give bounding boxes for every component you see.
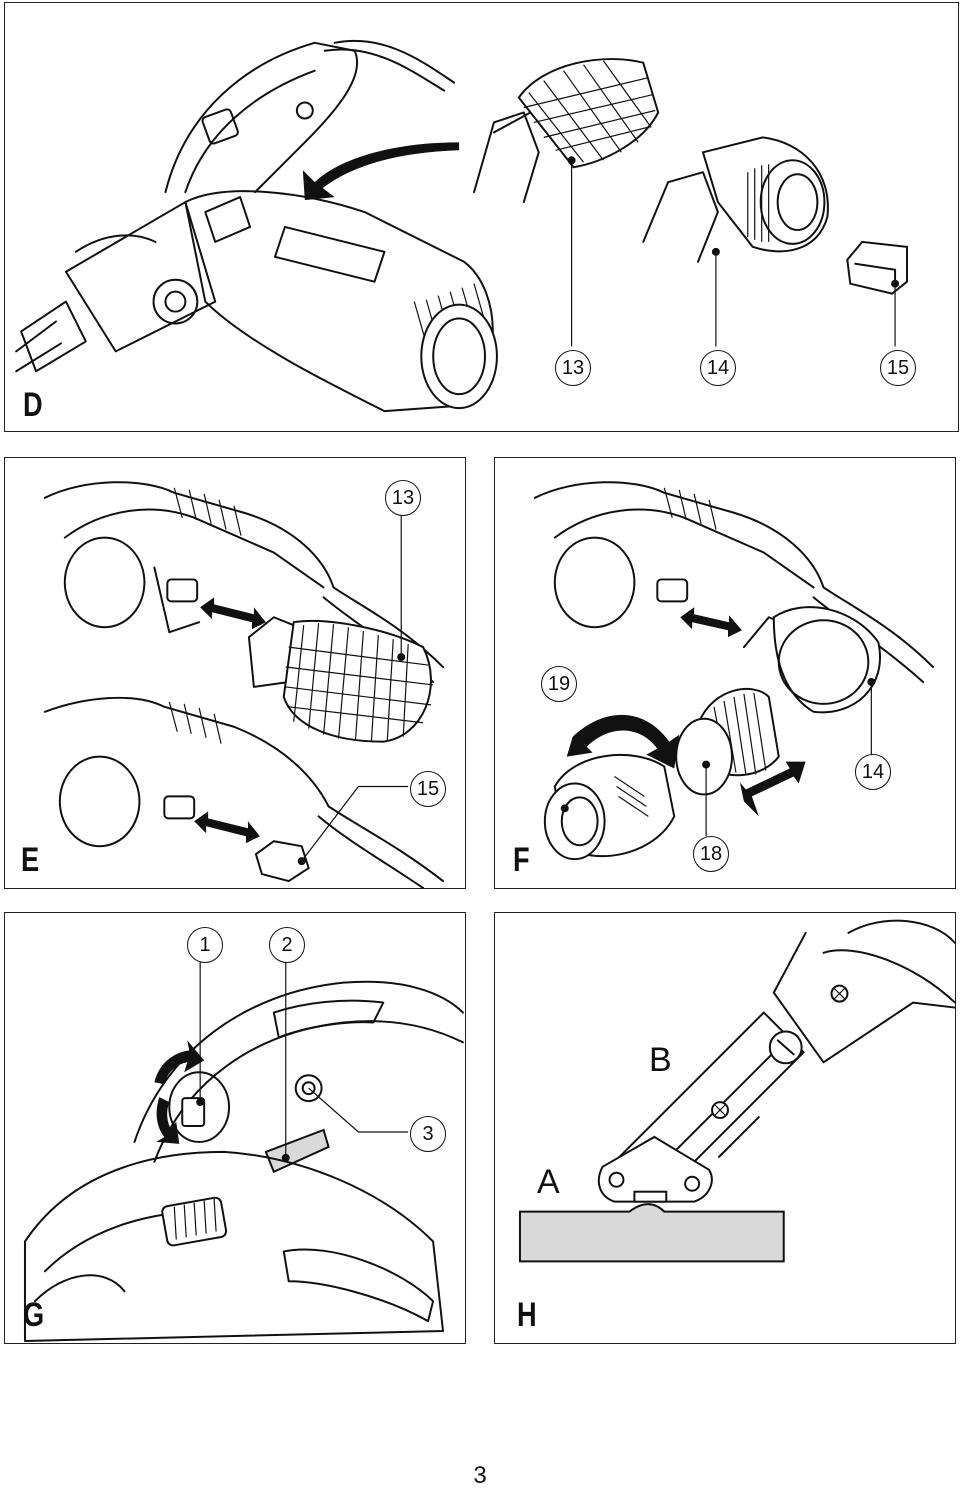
page-number: 3 [473, 1462, 487, 1489]
callout-18: 18 [693, 836, 729, 872]
label-b: B [649, 1041, 672, 1079]
callout-2: 2 [269, 927, 305, 963]
callout-19: 19 [541, 666, 577, 702]
figure-letter-h: H [517, 1296, 537, 1334]
callout-1: 1 [187, 927, 223, 963]
figure-g-panel: G 1 2 3 [4, 912, 466, 1344]
figure-letter-g: G [23, 1296, 45, 1334]
figure-d-illustration [15, 39, 909, 413]
callout-13: 13 [385, 480, 421, 516]
callout-13: 13 [555, 350, 591, 386]
figure-h-panel: H B A [494, 912, 956, 1344]
figure-letter-e: E [21, 841, 40, 879]
callout-14: 14 [855, 754, 891, 790]
callout-14: 14 [700, 350, 736, 386]
figure-f-illustration [533, 481, 935, 861]
figure-e-panel: E 13 15 [4, 457, 466, 889]
callout-15: 15 [880, 350, 916, 386]
figure-d-panel: D 13 14 15 [4, 2, 959, 432]
figure-letter-d: D [23, 386, 43, 424]
callout-3: 3 [410, 1116, 446, 1152]
figure-letter-f: F [513, 841, 530, 879]
figure-e-illustration [43, 481, 445, 888]
callout-15: 15 [410, 771, 446, 807]
label-a: A [537, 1163, 560, 1201]
figure-f-panel: F 19 14 18 [494, 457, 956, 889]
figure-h-illustration [518, 919, 955, 1263]
figure-g-illustration [23, 960, 464, 1343]
